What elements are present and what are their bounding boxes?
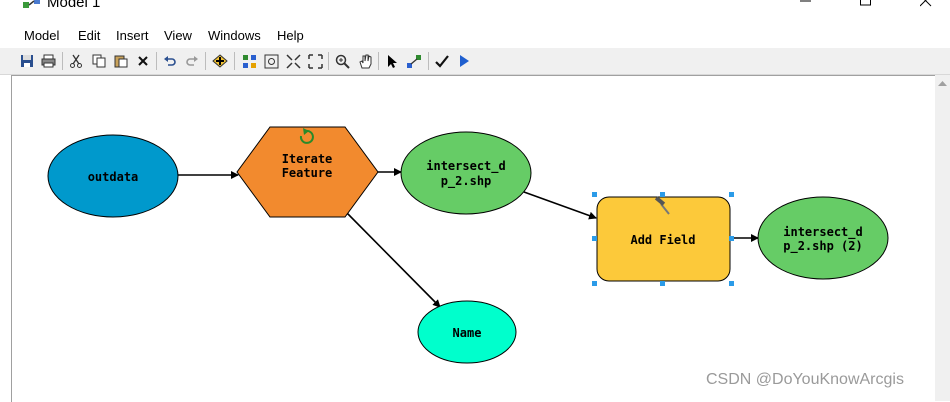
run-icon xyxy=(460,55,469,67)
redo-button[interactable] xyxy=(183,52,201,70)
run-button[interactable] xyxy=(455,52,473,70)
vertical-scrollbar[interactable] xyxy=(935,75,950,401)
pan-icon xyxy=(358,54,371,68)
fixed-zoom-in-icon xyxy=(285,53,301,69)
pan-button[interactable] xyxy=(356,52,374,70)
print-button[interactable] xyxy=(39,52,57,70)
add-data-icon xyxy=(212,54,228,68)
undo-button[interactable] xyxy=(161,52,179,70)
close-icon xyxy=(920,0,932,7)
connect-icon xyxy=(407,54,421,68)
toolbar xyxy=(0,48,950,75)
menu-windows[interactable]: Windows xyxy=(208,28,261,43)
scroll-up-icon xyxy=(938,81,947,86)
menu-edit[interactable]: Edit xyxy=(78,28,101,43)
menu-help[interactable]: Help xyxy=(277,28,304,43)
iterate-label-line1: Iterate xyxy=(282,152,333,166)
minimize-button[interactable] xyxy=(783,0,829,16)
fixed-zoom-in-button[interactable] xyxy=(284,52,302,70)
toolbar-separator xyxy=(62,52,63,70)
select-button[interactable] xyxy=(383,52,401,70)
menu-insert[interactable]: Insert xyxy=(116,28,149,43)
iterate-hexagon xyxy=(236,126,379,218)
undo-icon xyxy=(164,56,176,66)
hammer-icon xyxy=(654,196,670,215)
iterate-cycle-icon xyxy=(299,128,314,144)
menu-bar: Model Edit Insert View Windows Help xyxy=(0,25,950,47)
iterate-label-line2: Feature xyxy=(282,166,333,180)
intersect-ellipse xyxy=(400,131,532,215)
copy-button[interactable] xyxy=(90,52,108,70)
watermark: CSDN @DoYouKnowArcgis xyxy=(706,371,904,388)
maximize-button[interactable] xyxy=(843,0,889,16)
addfield-label: Add Field xyxy=(630,233,695,247)
connector-iterate-to-name[interactable] xyxy=(345,211,441,308)
delete-button[interactable] xyxy=(134,52,152,70)
node-iterate-feature[interactable]: Iterate Feature xyxy=(236,126,379,218)
connector-intersect-to-addfield[interactable] xyxy=(523,191,597,220)
cut-icon xyxy=(70,54,82,68)
intersect-label-line2: p_2.shp xyxy=(441,174,492,189)
auto-layout-icon xyxy=(242,54,256,68)
model-app-icon xyxy=(23,0,40,8)
paste-button[interactable] xyxy=(112,52,130,70)
node-outdata[interactable]: outdata xyxy=(47,134,179,218)
node-name[interactable]: Name xyxy=(417,300,517,364)
intersect2-label-line1: intersect_d xyxy=(783,225,862,240)
connect-button[interactable] xyxy=(405,52,423,70)
name-label: Name xyxy=(453,326,482,340)
full-extent-icon xyxy=(264,54,278,68)
node-intersect-output-2[interactable]: intersect_d p_2.shp (2) xyxy=(757,196,889,280)
zoom-in-button[interactable] xyxy=(333,52,351,70)
save-button[interactable] xyxy=(18,52,36,70)
validate-icon xyxy=(435,55,449,68)
fixed-zoom-out-button[interactable] xyxy=(306,52,324,70)
toolbar-separator xyxy=(328,52,329,70)
add-data-button[interactable] xyxy=(211,52,229,70)
close-window-button[interactable] xyxy=(903,0,949,16)
print-icon xyxy=(41,54,55,68)
menu-view[interactable]: View xyxy=(164,28,192,43)
toolbar-separator xyxy=(234,52,235,70)
intersect2-ellipse xyxy=(757,196,889,280)
paste-icon xyxy=(114,55,128,68)
title-bar: Model 1 xyxy=(0,0,950,18)
select-icon xyxy=(388,54,397,68)
toolbar-separator xyxy=(428,52,429,70)
copy-icon xyxy=(92,54,106,68)
outdata-ellipse xyxy=(47,134,179,218)
fixed-zoom-out-icon xyxy=(307,53,323,69)
zoom-in-icon xyxy=(335,54,350,69)
node-add-field[interactable]: Add Field xyxy=(592,192,734,286)
toolbar-separator xyxy=(156,52,157,70)
intersect2-label-line2: p_2.shp (2) xyxy=(783,239,862,254)
node-intersect-output[interactable]: intersect_d p_2.shp xyxy=(400,131,532,215)
delete-icon xyxy=(138,56,148,66)
menu-model[interactable]: Model xyxy=(24,28,60,43)
toolbar-separator xyxy=(205,52,206,70)
toolbar-separator xyxy=(378,52,379,70)
cut-button[interactable] xyxy=(67,52,85,70)
intersect-label-line1: intersect_d xyxy=(426,159,505,174)
validate-button[interactable] xyxy=(433,52,451,70)
full-extent-button[interactable] xyxy=(262,52,280,70)
name-ellipse xyxy=(417,300,517,364)
redo-icon xyxy=(186,56,198,66)
outdata-label: outdata xyxy=(88,170,139,184)
save-icon xyxy=(21,55,33,67)
auto-layout-button[interactable] xyxy=(240,52,258,70)
minimize-icon xyxy=(800,0,811,2)
maximize-icon xyxy=(860,0,871,6)
selection-handles xyxy=(592,192,734,286)
window-title: Model 1 xyxy=(47,0,101,11)
